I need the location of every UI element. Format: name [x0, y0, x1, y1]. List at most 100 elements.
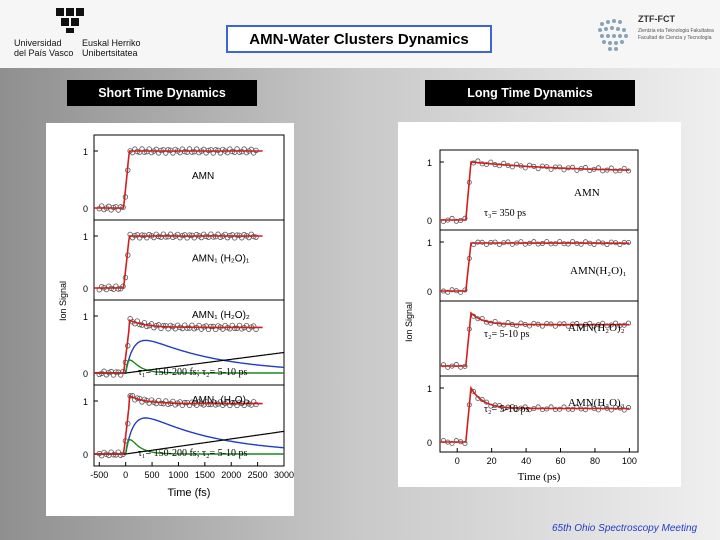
y-tick-label: 0	[83, 369, 88, 379]
ehu-emblem-icon	[56, 8, 84, 33]
data-point	[574, 321, 580, 327]
data-point	[165, 147, 171, 153]
x-tick-label: 20	[487, 456, 497, 466]
x-tick-label: 60	[556, 456, 566, 466]
lifetime-annotation: τ₂= 5-10 ps	[484, 329, 529, 340]
data-point	[208, 323, 214, 330]
data-point	[189, 399, 195, 405]
x-tick-label: 500	[145, 470, 160, 480]
y-tick-label: 0	[427, 287, 432, 297]
x-tick-label: 0	[455, 456, 460, 466]
data-point	[565, 241, 571, 247]
data-point	[492, 239, 498, 245]
x-tick-label: 40	[521, 456, 531, 466]
logo-text-1: Universidad	[14, 38, 62, 48]
y-tick-label: 0	[427, 438, 432, 448]
data-point	[253, 401, 259, 408]
data-point	[189, 149, 195, 155]
x-axis-label: Time (ps)	[518, 471, 561, 483]
y-tick-label: 1	[427, 238, 432, 248]
page-title: AMN-Water Clusters Dynamics	[226, 25, 492, 53]
x-tick-label: 80	[590, 456, 600, 466]
data-point	[471, 388, 477, 394]
series-label: AMN₁ (H₂O)₂	[192, 310, 250, 321]
fit-curve	[440, 385, 630, 443]
data-point	[115, 286, 121, 292]
black-component-curve	[94, 351, 285, 374]
data-point	[514, 323, 520, 329]
lifetime-annotation: τ₃= 350 ps	[484, 208, 526, 219]
data-point	[113, 369, 119, 375]
lifetime-annotation: τ₁= 150-200 fs; τ₂= 5-10 ps	[138, 448, 247, 459]
fit-curve	[440, 161, 630, 221]
data-point	[141, 149, 148, 155]
x-axis-label: Time (fs)	[168, 487, 211, 499]
data-point	[626, 405, 632, 411]
y-tick-label: 0	[83, 450, 88, 460]
header-bar: Universidad del País Vasco Euskal Herrik…	[0, 0, 720, 68]
x-tick-label: 1000	[168, 470, 188, 480]
y-tick-label: 1	[427, 384, 432, 394]
data-point	[518, 239, 524, 245]
data-point	[570, 407, 576, 413]
data-point	[231, 325, 238, 332]
series-label: AMN(H₂O)₁	[570, 265, 627, 277]
university-logo: Universidad del País Vasco Euskal Herrik…	[10, 4, 150, 60]
x-tick-label: 3000	[274, 470, 294, 480]
data-point	[253, 234, 259, 240]
logo-text-3: Euskal Herriko	[82, 38, 141, 48]
series-label: AMN(H₂O)₃	[568, 397, 625, 409]
y-tick-label: 1	[83, 232, 88, 242]
long-time-header: Long Time Dynamics	[425, 80, 635, 106]
series-label: AMN₁ (H₂O)₁	[192, 254, 250, 265]
y-tick-label: 0	[83, 284, 88, 294]
series-label: AMN₁ (H₂O)₃	[192, 395, 250, 406]
data-point	[509, 404, 515, 410]
y-tick-label: 1	[83, 312, 88, 322]
data-point	[186, 232, 193, 238]
data-point	[483, 161, 489, 167]
data-point	[570, 164, 576, 170]
y-axis-label: Ion Signal	[58, 281, 68, 321]
data-point	[501, 322, 507, 328]
fit-curve	[440, 242, 630, 292]
data-point	[117, 452, 124, 458]
data-point	[582, 407, 588, 413]
y-tick-label: 1	[83, 397, 88, 407]
y-tick-label: 1	[83, 147, 88, 157]
data-point	[212, 402, 219, 408]
y-tick-label: 1	[427, 158, 432, 168]
data-point	[462, 287, 468, 293]
faculty-abbr: ZTF-FCT	[638, 14, 675, 24]
y-tick-label: 0	[427, 216, 432, 226]
x-tick-label: 100	[622, 456, 637, 466]
x-tick-label: 0	[123, 470, 128, 480]
faculty-emblem-icon	[598, 19, 628, 51]
fit-curve	[440, 311, 630, 367]
y-axis-label: Ion Signal	[404, 302, 414, 342]
series-label: AMN	[574, 187, 600, 199]
fit-curve	[94, 319, 263, 374]
fit-curve	[94, 394, 263, 455]
series-label: AMN	[192, 171, 214, 182]
data-point	[120, 368, 126, 375]
x-tick-label: 1500	[195, 470, 215, 480]
data-point	[210, 234, 216, 240]
data-point	[236, 399, 243, 406]
lifetime-annotation: τ₁= 150-200 fs; τ₂= 5-10 ps	[138, 367, 247, 378]
fit-curve	[94, 150, 263, 209]
y-tick-label: 0	[83, 204, 88, 214]
faculty-name-2: Facultad de Ciencia y Tecnología	[638, 35, 712, 41]
data-point	[144, 323, 150, 330]
faculty-logo: ZTF-FCT Zientzia eta Teknologia Fakultat…	[594, 12, 714, 60]
data-point	[626, 168, 632, 174]
data-point	[139, 232, 145, 238]
data-point	[445, 289, 451, 295]
data-point	[165, 401, 171, 407]
data-point	[496, 163, 502, 169]
short-time-header: Short Time Dynamics	[67, 80, 257, 106]
faculty-name-1: Zientzia eta Teknologia Fakultatea	[638, 28, 714, 34]
